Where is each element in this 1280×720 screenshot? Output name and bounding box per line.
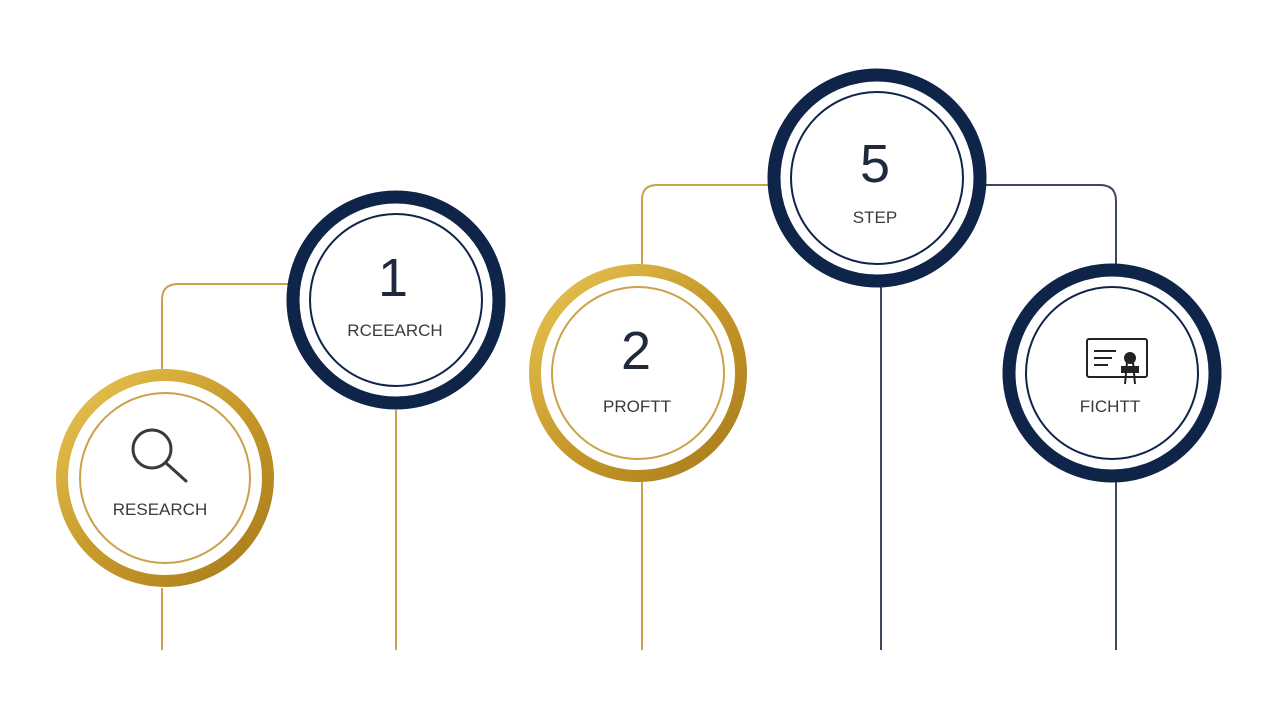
step-certificate-circle: FICHTT [1002,263,1222,483]
step-1-number: 1 [378,248,408,308]
connector-research-to-step1 [161,283,290,370]
step-2-circle: 2 PROFTT [529,264,747,482]
step-2-number: 2 [621,321,651,381]
step-research-label: RESEARCH [113,500,207,519]
step-2-label: PROFTT [603,397,671,416]
connector-step2-to-step5 [641,184,770,264]
step-1-circle: 1 RCEEARCH [286,190,506,410]
step-1-label: RCEEARCH [347,321,442,340]
connector-lines [161,184,1117,650]
step-5-circle: 5 STEP [767,68,987,288]
magnifier-icon [131,428,188,483]
step-research-circle: RESEARCH [56,369,274,587]
connector-step5-to-certificate [985,184,1117,265]
step-5-label: STEP [853,208,897,227]
step-5-number: 5 [860,134,890,194]
step-certificate-label: FICHTT [1080,397,1140,416]
certificate-icon [1086,338,1148,385]
